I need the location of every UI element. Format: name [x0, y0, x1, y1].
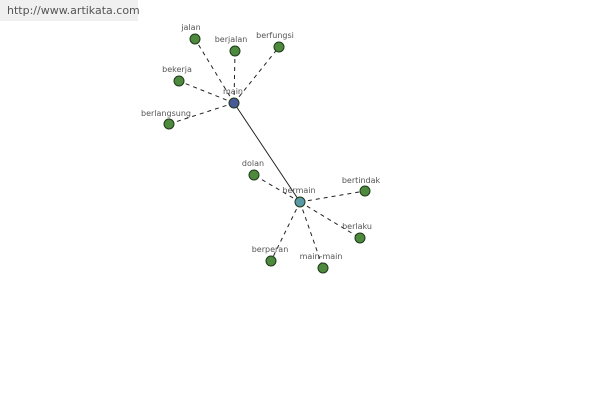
node-label-bekerja: bekerja — [162, 65, 192, 74]
edge-bermain-main-main — [299, 201, 324, 269]
node-berlangsung[interactable] — [163, 118, 175, 130]
node-jalan[interactable] — [189, 33, 201, 45]
node-berperan[interactable] — [265, 255, 277, 267]
node-berlaku[interactable] — [354, 232, 366, 244]
edge-main-bermain — [233, 102, 301, 203]
node-label-bermain: bermain — [282, 186, 315, 195]
labels-layer: main bermain jalan berjalan berfungsi bekerja… — [141, 23, 381, 261]
node-label-berlangsung: berlangsung — [141, 109, 191, 118]
edge-bermain-berperan — [270, 201, 301, 262]
node-label-berperan: berperan — [252, 245, 289, 254]
node-bekerja[interactable] — [173, 75, 185, 87]
node-main[interactable] — [228, 97, 240, 109]
node-label-berfungsi: berfungsi — [256, 31, 294, 40]
edges-layer — [168, 38, 366, 269]
node-label-bertindak: bertindak — [342, 176, 381, 185]
node-main-main[interactable] — [317, 262, 329, 274]
watermark-url: http://www.artikata.com — [7, 4, 140, 17]
node-berjalan[interactable] — [229, 45, 241, 57]
node-label-berlaku: berlaku — [342, 222, 372, 231]
edge-main-berlangsung — [168, 102, 235, 125]
nodes-layer — [163, 33, 371, 274]
node-berfungsi[interactable] — [273, 41, 285, 53]
edge-main-berjalan — [233, 50, 236, 104]
edge-bermain-berlaku — [299, 201, 361, 239]
node-bertindak[interactable] — [359, 185, 371, 197]
node-label-berjalan: berjalan — [215, 35, 248, 44]
watermark-banner: http://www.artikata.com — [0, 0, 140, 21]
node-label-jalan: jalan — [180, 23, 200, 32]
edge-main-bekerja — [178, 80, 235, 104]
edge-main-berfungsi — [233, 46, 280, 104]
node-label-dolan: dolan — [242, 159, 264, 168]
node-label-main: main — [223, 87, 243, 96]
node-label-main-main: main-main — [300, 252, 343, 261]
node-dolan[interactable] — [248, 169, 260, 181]
node-bermain[interactable] — [294, 196, 306, 208]
edge-bermain-bertindak — [299, 190, 366, 203]
edge-bermain-dolan — [253, 174, 301, 203]
